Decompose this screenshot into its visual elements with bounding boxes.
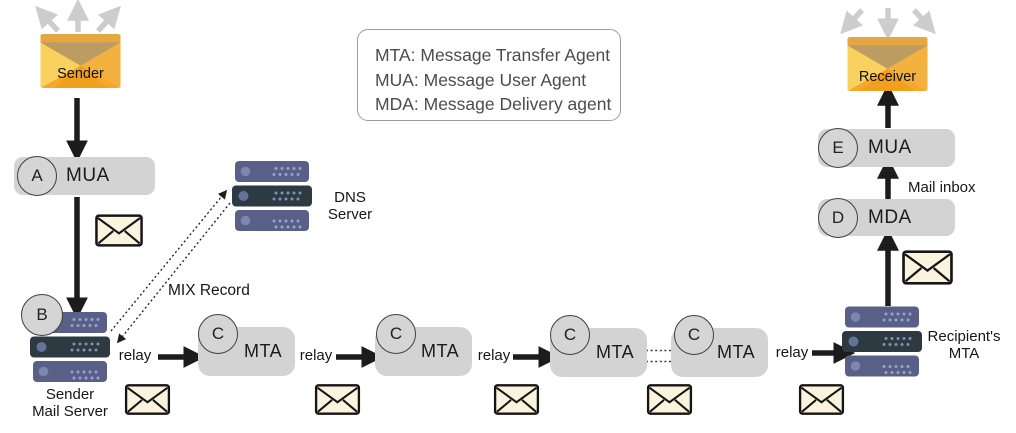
sender-mail-server-label-line1: Sender [45, 386, 95, 403]
badge-d: D [818, 198, 858, 238]
recipient-mta-icon [842, 306, 922, 383]
relay-label: relay [118, 347, 152, 364]
recipient-mta-label-line1: Recipient's [927, 328, 1001, 345]
dns-server-label: DNS Server [316, 189, 384, 223]
mail-envelope-icon [95, 214, 143, 252]
mta-node-label: MTA [244, 341, 283, 361]
mta-node-label: MTA [596, 342, 635, 362]
dns-server-label-line1: DNS [334, 189, 366, 206]
badge-e: E [818, 128, 858, 168]
badge-c: C [550, 315, 590, 355]
recipient-mta-label: Recipient's MTA [918, 328, 1010, 362]
mix-record-label: MIX Record [168, 282, 250, 299]
dotted-mta-ellipsis [646, 349, 671, 363]
mail-envelope-icon [645, 384, 694, 420]
sender-mail-server-label-line2: Mail Server [32, 403, 108, 420]
legend-line-mua: MUA: Message User Agent [375, 69, 587, 90]
receiver-label: Receiver [858, 69, 917, 86]
mua-receiver-node-label: MUA [868, 137, 912, 158]
relay-label: relay [477, 347, 511, 364]
receiver-envelope-icon: Receiver [845, 37, 930, 91]
dns-server-label-line2: Server [327, 206, 373, 223]
mail-envelope-icon [313, 384, 362, 420]
recipient-mta-label-line2: MTA [948, 345, 980, 362]
dashed-mx-query-arrow [110, 189, 228, 332]
mail-envelope-icon [797, 384, 846, 420]
sender-mail-server-label: Sender Mail Server [10, 386, 130, 420]
badge-b: B [21, 294, 63, 336]
mail-envelope-icon [123, 384, 172, 420]
badge-c: C [376, 314, 416, 354]
gray-receive-arrows [840, 8, 936, 41]
gray-send-arrows [35, 0, 121, 33]
badge-c: C [674, 315, 714, 355]
mail-inbox-label: Mail inbox [908, 179, 976, 196]
mta-node-label: MTA [717, 342, 756, 362]
sender-label: Sender [57, 66, 104, 83]
mail-envelope-icon [902, 250, 953, 290]
badge-c: C [198, 314, 238, 354]
legend-line-mta: MTA: Message Transfer Agent [375, 45, 611, 65]
badge-a: A [17, 156, 57, 196]
dns-server-icon [232, 161, 312, 237]
mta-node-label: MTA [421, 341, 460, 361]
mua-node-label: MUA [66, 165, 110, 186]
dashed-mx-response-arrow [116, 202, 231, 344]
legend-line-mda: MDA: Message Delivery agent [375, 94, 612, 114]
relay-label: relay [299, 347, 333, 364]
mail-envelope-icon [492, 384, 541, 420]
relay-label: relay [775, 344, 809, 361]
legend-box: MTA: Message Transfer Agent MUA: Message… [357, 29, 621, 121]
sender-envelope-icon: Sender [38, 34, 123, 88]
mda-node-label: MDA [868, 206, 912, 228]
